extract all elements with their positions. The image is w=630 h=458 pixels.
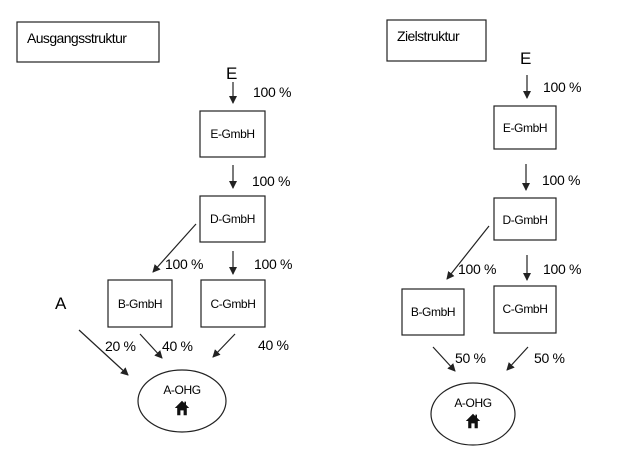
right-title: Zielstruktur (397, 28, 460, 44)
right-egmbh-box: E-GmbH (493, 105, 557, 150)
left-cgmbh-box: C-GmbH (200, 279, 266, 328)
right-aohg-ellipse: A-OHG (430, 382, 516, 446)
left-egmbh-label: E-GmbH (210, 127, 254, 141)
left-arrow-dgmbh-bgmbh (152, 223, 197, 273)
left-dgmbh-label: D-GmbH (210, 212, 255, 226)
right-aohg-label: A-OHG (454, 396, 491, 410)
right-dgmbh-label: D-GmbH (503, 213, 548, 227)
left-arrow-cgmbh-aohg (212, 333, 236, 358)
right-bgmbh-box: B-GmbH (401, 288, 465, 336)
left-share-dgmbh-bgmbh: 100 % (165, 256, 203, 272)
left-arrow-a-aohg (78, 329, 129, 376)
left-shareholder-a: A (55, 294, 67, 313)
left-share-cgmbh-aohg: 40 % (258, 337, 289, 353)
left-dgmbh-box: D-GmbH (199, 195, 266, 243)
left-share-egmbh-dgmbh: 100 % (252, 173, 290, 189)
right-arrow-dgmbh-bgmbh (446, 225, 490, 280)
right-share-bgmbh-aohg: 50 % (455, 350, 486, 366)
right-bgmbh-label: B-GmbH (411, 305, 455, 319)
right-dgmbh-box: D-GmbH (493, 197, 557, 241)
right-share-egmbh-dgmbh: 100 % (542, 172, 580, 188)
right-cgmbh-box: C-GmbH (493, 285, 557, 334)
left-share-dgmbh-cgmbh: 100 % (254, 256, 292, 272)
left-shareholder-e: E (226, 64, 237, 83)
left-title: Ausgangsstruktur (27, 30, 127, 46)
left-share-e-egmbh: 100 % (253, 84, 291, 100)
right-share-cgmbh-aohg: 50 % (534, 350, 565, 366)
right-share-dgmbh-bgmbh: 100 % (458, 261, 496, 277)
left-bgmbh-label: B-GmbH (118, 297, 162, 311)
left-aohg-label: A-OHG (163, 383, 200, 397)
right-share-e-egmbh: 100 % (543, 79, 581, 95)
left-share-a-aohg: 20 % (105, 338, 136, 354)
left-arrow-bgmbh-aohg (139, 333, 163, 359)
right-egmbh-label: E-GmbH (503, 121, 547, 135)
left-title-box: Ausgangsstruktur (16, 21, 160, 63)
right-arrow-cgmbh-aohg (506, 346, 529, 371)
right-title-box: Zielstruktur (386, 19, 487, 62)
left-egmbh-box: E-GmbH (199, 110, 266, 158)
right-share-dgmbh-cgmbh: 100 % (543, 261, 581, 277)
left-cgmbh-label: C-GmbH (211, 297, 256, 311)
left-structure: Ausgangsstruktur E 100 % E-GmbH 100 % D-… (16, 21, 293, 433)
left-share-bgmbh-aohg: 40 % (162, 338, 193, 354)
left-bgmbh-box: B-GmbH (107, 279, 173, 328)
right-structure: Zielstruktur E 100 % E-GmbH 100 % D-GmbH… (386, 19, 582, 446)
right-arrow-bgmbh-aohg (432, 346, 456, 372)
right-cgmbh-label: C-GmbH (503, 302, 548, 316)
right-shareholder-e: E (520, 49, 531, 68)
left-aohg-ellipse: A-OHG (137, 369, 227, 433)
